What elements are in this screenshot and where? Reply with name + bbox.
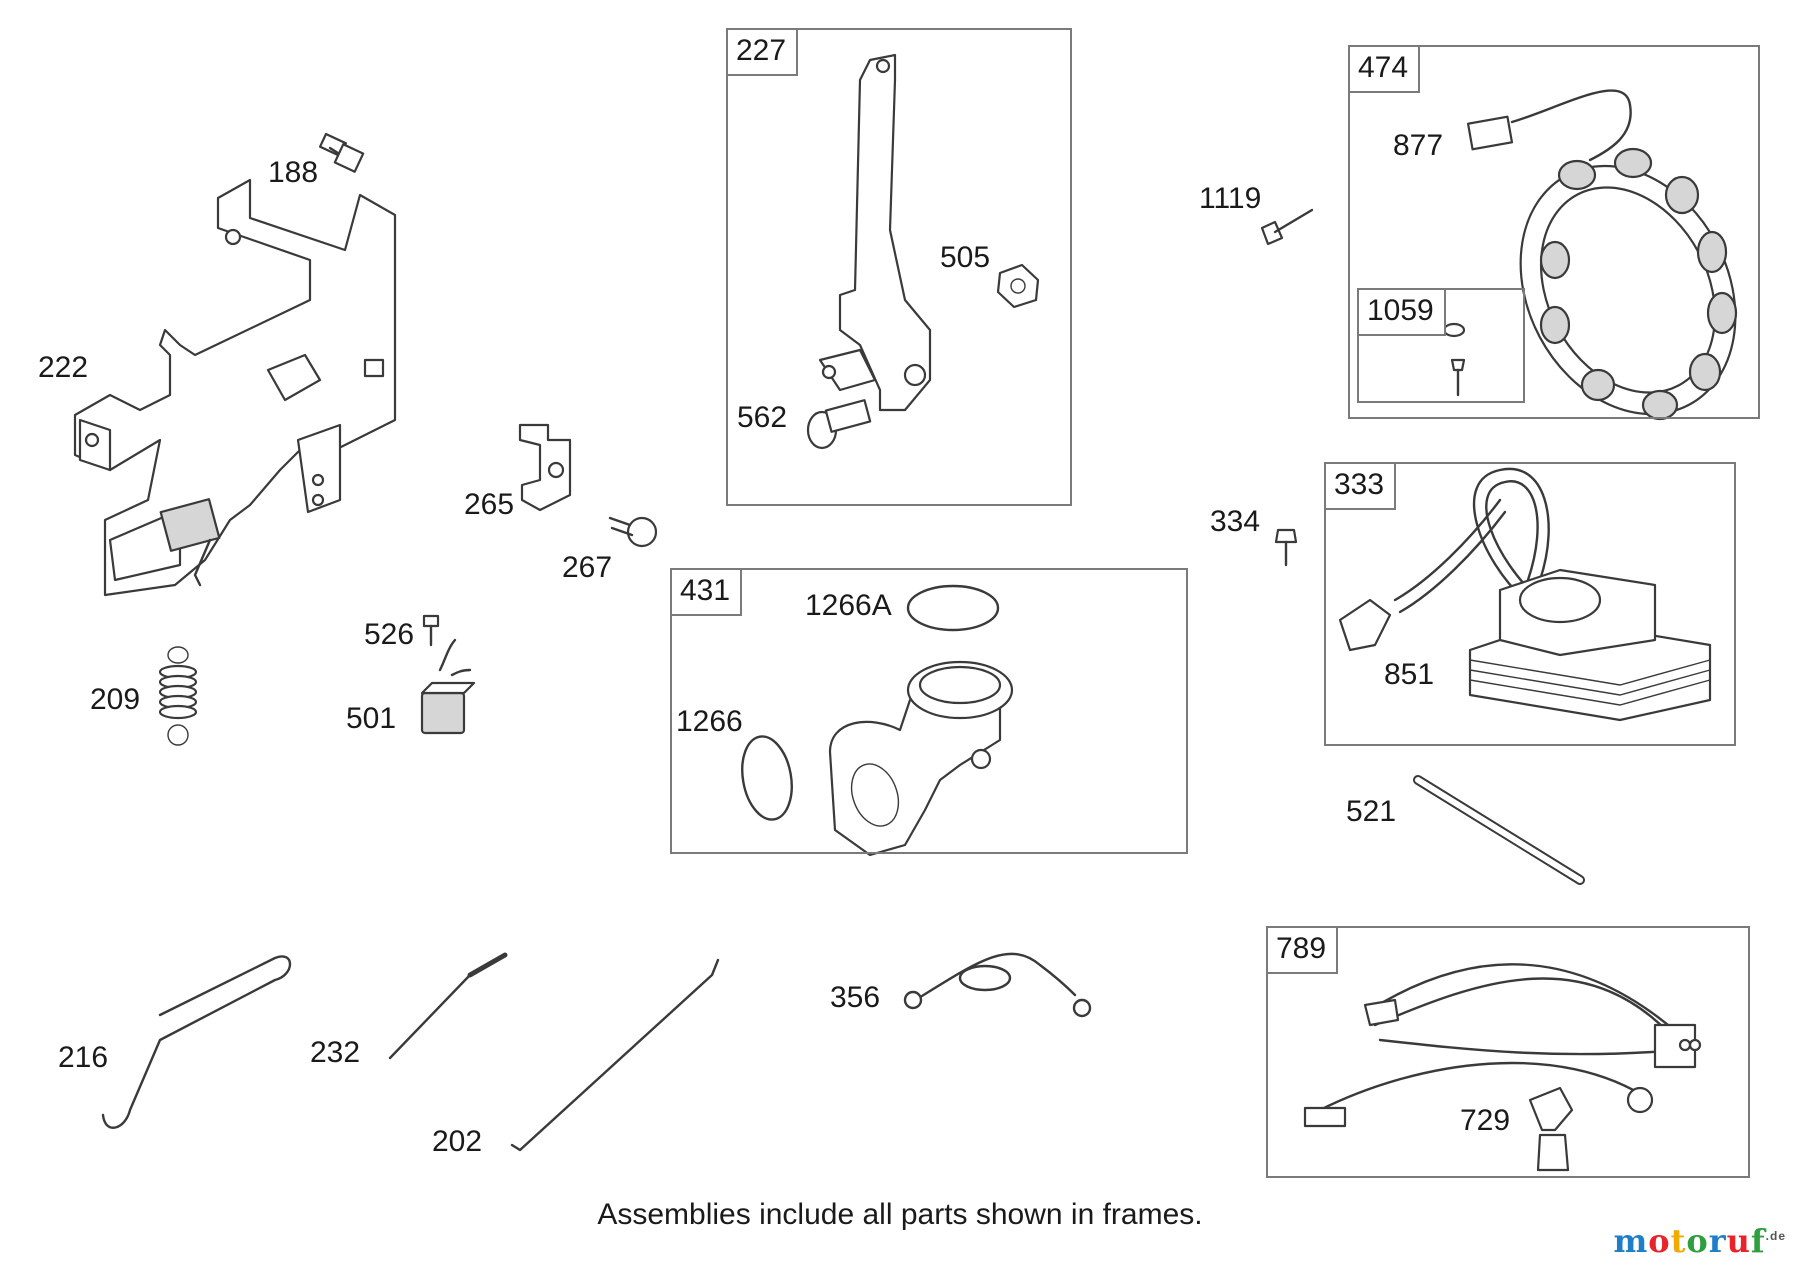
- wire-harness-789-icon: [1303, 963, 1702, 1128]
- frame-227-number: 227: [728, 30, 799, 76]
- throttle-link-202-icon: [510, 958, 720, 1152]
- diagram-caption: Assemblies include all parts shown in fr…: [597, 1198, 1203, 1231]
- frame-431-number: 431: [672, 570, 743, 616]
- watermark-letter: u: [1726, 1222, 1751, 1260]
- ground-wire-356-icon: [903, 952, 1092, 1018]
- part-label-562: 562: [737, 401, 788, 434]
- part-label-505: 505: [940, 241, 991, 274]
- link-rod-216-icon: [101, 955, 292, 1129]
- part-label-1266: 1266: [676, 705, 743, 738]
- bolt-1119-icon: [1260, 208, 1314, 246]
- frame-227: 227: [726, 28, 1072, 506]
- watermark-letter: o: [1648, 1222, 1671, 1260]
- part-label-877: 877: [1393, 129, 1444, 162]
- screw-562-icon: [806, 399, 872, 450]
- part-label-334: 334: [1210, 505, 1261, 538]
- connector-877-icon: [1466, 89, 1632, 162]
- governor-lever-227-icon: [818, 53, 932, 412]
- watermark-letter: r: [1708, 1222, 1727, 1260]
- part-label-265: 265: [464, 488, 515, 521]
- part-label-526: 526: [364, 618, 415, 651]
- screw-526-icon: [422, 614, 440, 647]
- ignition-armature-333-icon: [1468, 467, 1712, 722]
- frame-474-number: 474: [1350, 47, 1421, 93]
- frame-1059: 1059: [1357, 288, 1525, 403]
- part-label-209: 209: [90, 683, 141, 716]
- part-label-188: 188: [268, 156, 319, 189]
- bracket-265-icon: [518, 423, 572, 512]
- frame-431: 431: [670, 568, 1188, 854]
- control-bracket-222-icon: [73, 178, 397, 597]
- watermark-letter: f: [1750, 1222, 1766, 1260]
- intake-elbow-431-icon: [828, 660, 1014, 857]
- frame-789: 789: [1266, 926, 1750, 1178]
- part-label-729: 729: [1460, 1104, 1511, 1137]
- watermark-letter: o: [1686, 1222, 1709, 1260]
- nut-505-icon: [996, 263, 1040, 309]
- frame-1059-number: 1059: [1359, 290, 1446, 336]
- part-label-1266A: 1266A: [805, 589, 892, 622]
- part-label-851: 851: [1384, 658, 1435, 691]
- part-label-232: 232: [310, 1036, 361, 1069]
- washer-and-screw-1059-icon: [1442, 322, 1466, 397]
- screw-267-icon: [608, 516, 658, 548]
- part-label-501: 501: [346, 702, 397, 735]
- part-label-521: 521: [1346, 795, 1397, 828]
- spark-plug-cap-851-icon: [1338, 498, 1507, 652]
- part-label-356: 356: [830, 981, 881, 1014]
- frame-333-number: 333: [1326, 464, 1397, 510]
- governor-spring-232-icon: [388, 952, 508, 1060]
- frame-333: 333: [1324, 462, 1736, 746]
- watermark-logo: motoruf.de: [1613, 1222, 1786, 1260]
- gasket-1266A-icon: [906, 584, 1000, 632]
- screw-334-icon: [1274, 528, 1298, 567]
- alternator-stator-474-icon: [1519, 147, 1738, 421]
- watermark-suffix: .de: [1765, 1229, 1786, 1244]
- rod-521-icon: [1413, 775, 1585, 885]
- frame-789-number: 789: [1268, 928, 1339, 974]
- watermark-letter: t: [1670, 1222, 1687, 1260]
- part-label-202: 202: [432, 1125, 483, 1158]
- spring-209-icon: [158, 646, 198, 746]
- frame-474: 474: [1348, 45, 1760, 419]
- part-label-267: 267: [562, 551, 613, 584]
- part-label-222: 222: [38, 351, 89, 384]
- watermark-letter: m: [1613, 1222, 1649, 1260]
- gasket-1266-icon: [741, 735, 793, 821]
- part-label-216: 216: [58, 1041, 109, 1074]
- clip-729-icon: [1528, 1086, 1574, 1172]
- part-label-1119: 1119: [1199, 182, 1262, 215]
- rectifier-501-icon: [420, 638, 476, 735]
- bolt-188-icon: [318, 132, 365, 173]
